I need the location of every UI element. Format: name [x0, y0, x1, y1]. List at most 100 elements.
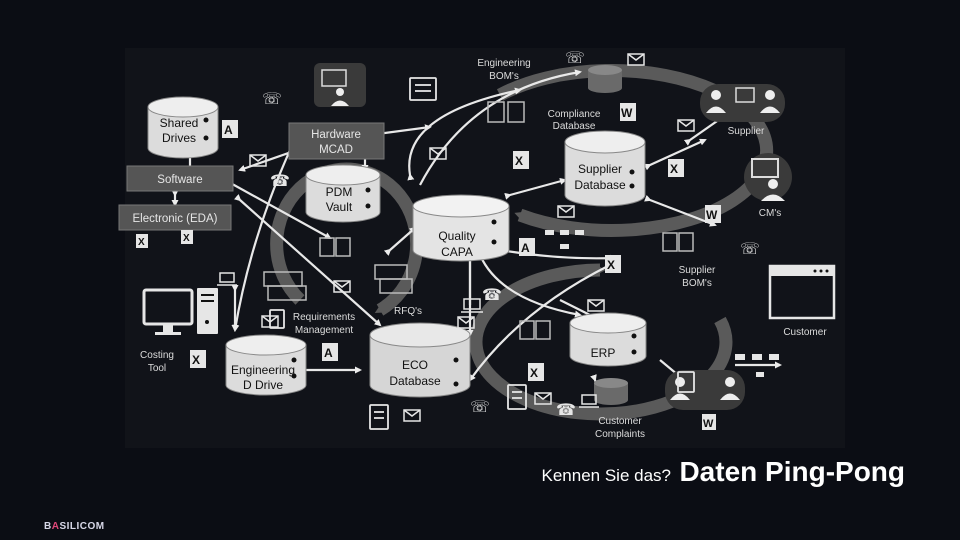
phone-icon: ☎	[482, 285, 502, 304]
database-pdm-vault: PDM Vault	[305, 164, 381, 223]
word-file-icon: W	[620, 103, 636, 121]
arrow-capa-compliance	[419, 69, 582, 186]
mail-icon	[587, 299, 605, 312]
software-label: Software	[157, 174, 202, 186]
database-compliance-small	[588, 65, 622, 93]
laptop-icon	[217, 272, 237, 286]
svg-text:X: X	[530, 366, 538, 380]
diagram-labels: Engineering BOM's Compliance Database Su…	[140, 58, 827, 440]
arrow-capa-supplier	[504, 177, 567, 200]
mail-icon	[557, 205, 575, 218]
spreadsheet-icon	[662, 232, 694, 252]
hardware-mcad-line2: MCAD	[319, 144, 353, 156]
excel-file-icon: X	[513, 151, 529, 169]
supplier-label: Supplier	[728, 126, 765, 137]
mail-icon	[261, 315, 279, 328]
costing-tool-line2: Tool	[148, 363, 166, 374]
mail-icon	[627, 53, 645, 66]
costing-tool-line1: Costing	[140, 350, 174, 361]
cms-icon	[744, 153, 792, 201]
engineering-boms-line2: BOM's	[489, 71, 519, 82]
customer-group-icon	[665, 370, 745, 410]
spreadsheet-icon	[319, 237, 351, 257]
svg-text:W: W	[703, 418, 714, 430]
supplier-group-icon	[700, 84, 785, 122]
requirements-management-line2: Management	[295, 325, 354, 336]
customer-window-icon	[768, 264, 836, 320]
access-file-icon: A	[322, 343, 338, 361]
clipboard-icons	[269, 77, 695, 430]
supplier-database-line2: Database	[574, 178, 626, 192]
clipboard-icon	[269, 309, 285, 329]
cms-label: CM's	[759, 208, 781, 219]
logo-accent: A	[51, 521, 60, 532]
svg-text:X: X	[192, 353, 200, 367]
mail-icon	[249, 154, 267, 167]
customer-label: Customer	[783, 327, 827, 338]
svg-text:A: A	[521, 241, 530, 255]
shared-drives-line1: Shared	[160, 116, 199, 130]
rfqs-label: RFQ's	[394, 306, 422, 317]
svg-text:X: X	[138, 237, 145, 248]
slogan-main: Daten Ping-Pong	[679, 456, 905, 487]
pdm-vault-line2: Vault	[326, 200, 353, 214]
arrow-capa-bom	[407, 87, 522, 181]
mail-icon	[677, 119, 695, 132]
clipboard-icon	[369, 404, 389, 430]
box-electronic-eda: Electronic (EDA)	[118, 204, 232, 231]
excel-file-icon: X	[668, 159, 684, 177]
database-erp: ERP	[569, 312, 647, 367]
access-file-icon: A	[519, 238, 535, 256]
phone-icon: ☏	[470, 397, 490, 416]
basilicom-logo: BASILICOM	[44, 521, 105, 532]
word-file-icon: W	[702, 414, 716, 430]
svg-text:X: X	[670, 162, 678, 176]
pdm-vault-line1: PDM	[326, 185, 353, 199]
spreadsheet-icon	[374, 264, 413, 294]
spreadsheet-icon	[487, 101, 525, 123]
clipboard-icon	[507, 384, 527, 410]
access-file-icon: A	[222, 120, 238, 138]
database-eco: ECO Database	[369, 322, 471, 398]
quality-capa-line2: CAPA	[441, 245, 473, 259]
shared-drives-line2: Drives	[162, 131, 196, 145]
arrow-capa-supplierbom	[499, 248, 617, 262]
spreadsheet-icon	[263, 271, 307, 301]
flowchart-icon	[735, 354, 779, 377]
mail-icon	[534, 392, 552, 405]
mail-icon	[403, 409, 421, 422]
database-engineering-d-drive: Engineering D Drive	[225, 334, 307, 396]
svg-text:W: W	[621, 106, 633, 120]
supplier-boms-line2: BOM's	[682, 278, 712, 289]
engineering-d-drive-line2: D Drive	[243, 378, 283, 392]
phone-icon: ☎	[270, 171, 290, 190]
phone-icons: ☏ ☏ ☎ ☏ ☎ ☏ ☎	[262, 48, 760, 419]
video-call-icon	[314, 63, 366, 107]
database-supplier-database: Supplier Database	[564, 130, 646, 207]
laptop-icon	[579, 394, 599, 408]
supplier-boms-line1: Supplier	[679, 265, 716, 276]
eco-database-line1: ECO	[402, 358, 428, 372]
box-hardware-mcad: Hardware MCAD	[288, 122, 385, 160]
spreadsheet-icon	[519, 320, 551, 340]
database-complaints-small	[594, 378, 628, 405]
slogan-prefix: Kennen Sie das?	[541, 466, 672, 485]
word-file-icon: W	[705, 205, 721, 223]
customer-complaints-line1: Customer	[598, 416, 642, 427]
phone-icon: ☎	[556, 400, 576, 419]
arrow-supplierbom-eco	[468, 264, 611, 382]
arrow-capa-left	[383, 226, 417, 256]
logo-part2: SILICOM	[59, 521, 105, 532]
flowchart-icon	[545, 230, 584, 249]
office-file-icons: A A A X X X X X X X W W W	[136, 103, 721, 430]
mail-icon	[457, 316, 475, 329]
clipboard-icon	[677, 371, 695, 393]
engineering-d-drive-line1: Engineering	[231, 363, 295, 377]
arrow-capa-erp	[478, 254, 582, 318]
excel-file-icon: X	[605, 255, 621, 273]
svg-text:A: A	[224, 123, 233, 137]
quality-capa-line1: Quality	[438, 229, 475, 243]
requirements-management-line1: Requirements	[293, 312, 355, 323]
excel-file-icon: X	[136, 234, 148, 248]
